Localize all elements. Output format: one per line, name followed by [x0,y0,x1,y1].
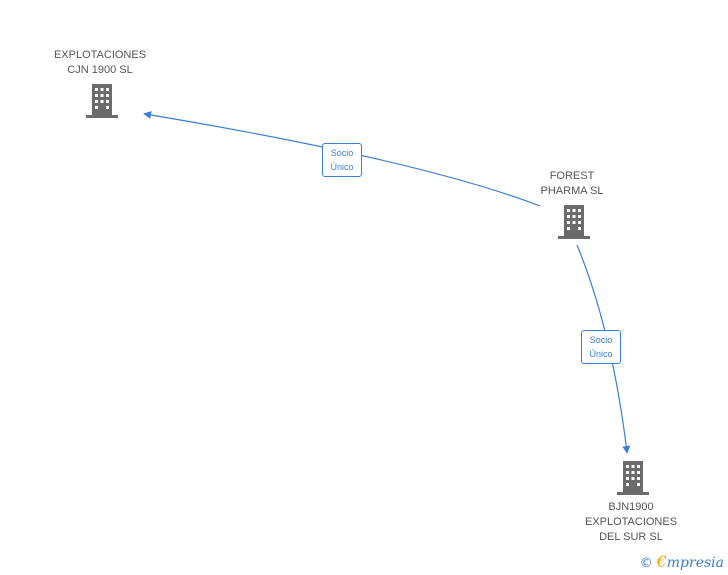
edge1-line2: Único [330,162,354,172]
node3-line2: EXPLOTACIONES [584,516,678,528]
node-label-bjn1900[interactable]: BJN1900 EXPLOTACIONES DEL SUR SL [585,500,677,545]
node3-line3: DEL SUR SL [599,531,663,543]
edge-label-socio-unico[interactable]: Socio Único [322,143,362,177]
edge1-line1: Socio [330,148,354,158]
copyright-icon: © [639,556,653,571]
building-icon[interactable] [86,84,118,118]
brand-name: mpresia [666,555,724,571]
edge-forest-to-cjn [143,111,541,207]
node1-line2: CJN 1900 SL [67,64,133,76]
brand-initial: € [656,552,667,571]
node2-line2: PHARMA SL [540,185,604,197]
edge2-line2: Único [589,349,613,359]
building-icon[interactable] [558,205,590,239]
node3-line1: BJN1900 [608,501,654,513]
building-icon[interactable] [617,461,649,495]
node-label-forest-pharma[interactable]: FOREST PHARMA SL [541,169,604,199]
node2-line1: FOREST [549,170,595,182]
node1-line1: EXPLOTACIONES [53,49,147,61]
edge-label-socio-unico[interactable]: Socio Único [581,330,621,364]
empresia-watermark: ©€mpresia [640,552,724,571]
edge2-line1: Socio [589,335,613,345]
node-label-explotaciones-cjn[interactable]: EXPLOTACIONES CJN 1900 SL [54,48,146,78]
